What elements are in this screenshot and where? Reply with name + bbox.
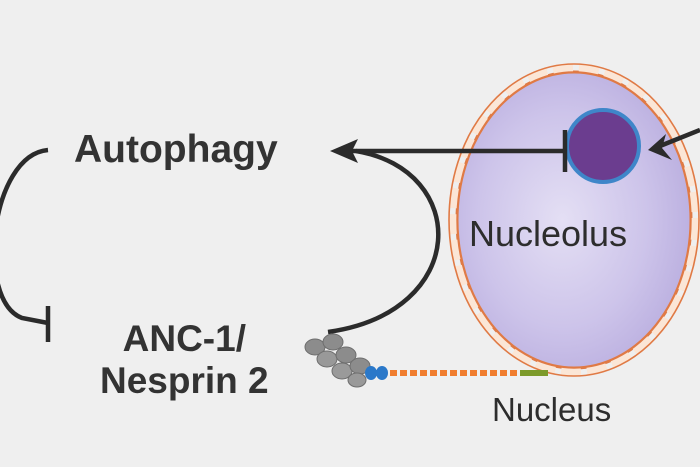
nucleolus-arrowhead (648, 134, 672, 160)
nucleolus-shape (565, 108, 641, 184)
anc1-to-autophagy-curve (327, 148, 441, 335)
nucleolus-label: Nucleolus (469, 213, 628, 254)
anc1-protein-cluster (304, 333, 388, 388)
right-incoming-line (659, 127, 700, 149)
left-feedback-curve (0, 147, 49, 326)
autophagy-arrowhead (330, 139, 358, 163)
nucleus-label: Nucleus (492, 391, 612, 428)
anc1-nesprin-label: ANC-1/ Nesprin 2 (100, 318, 269, 402)
autophagy-label: Autophagy (74, 128, 278, 171)
anc1-label-line1: ANC-1/ (122, 318, 246, 359)
anc1-label-line2: Nesprin 2 (100, 360, 269, 401)
